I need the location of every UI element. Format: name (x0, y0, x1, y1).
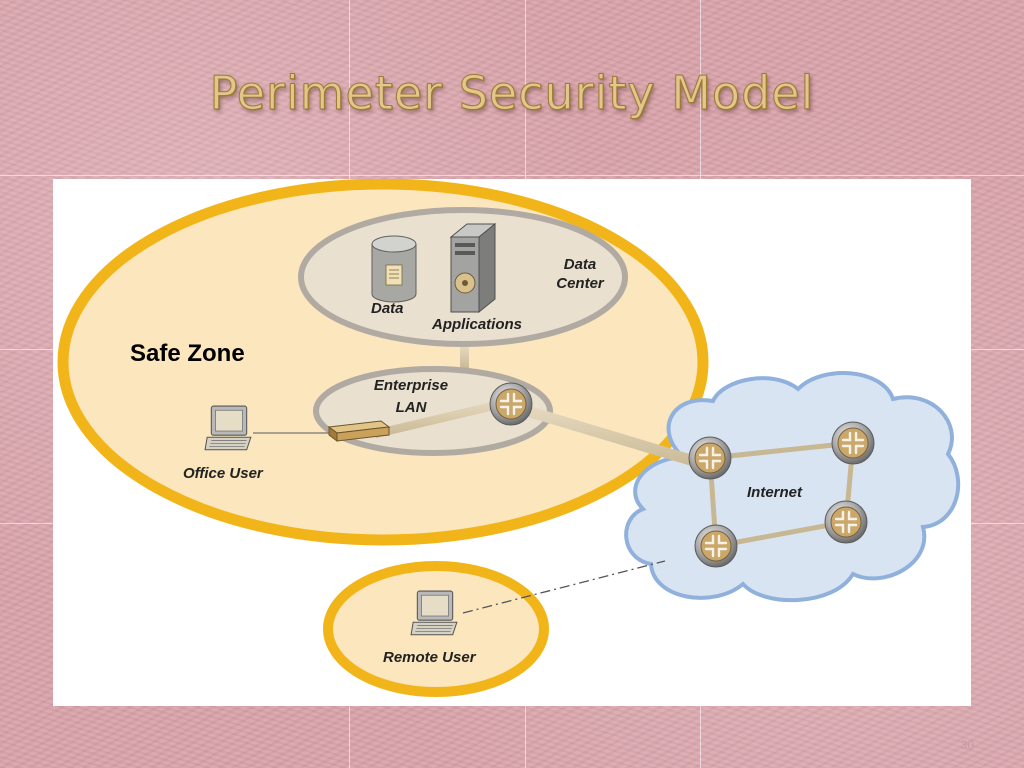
slide-title: Perimeter Security Model (209, 66, 815, 121)
network-diagram (57, 179, 961, 697)
remote-user-link (462, 560, 666, 614)
remote-laptop-icon (410, 590, 458, 636)
data-label: Data (371, 300, 404, 317)
data-center-label: Data Center (556, 256, 604, 292)
database-icon (371, 235, 417, 303)
lan-internet-link (508, 401, 713, 471)
internet-label: Internet (747, 484, 803, 501)
lan-router-icon (489, 382, 533, 426)
safe-zone-label: Safe Zone (130, 340, 245, 367)
background-grid-line (0, 175, 1024, 176)
office-laptop-icon (204, 405, 252, 451)
switch-router-link (373, 398, 511, 438)
datacenter-lan-link (460, 344, 469, 370)
internet-router-icon (831, 421, 875, 465)
diagram-panel: Safe Zone Data Center Data Applications … (53, 179, 971, 706)
page-number: 30 (960, 738, 974, 752)
applications-label: Applications (432, 316, 523, 333)
server-icon (449, 222, 497, 314)
switch-icon (327, 420, 391, 442)
internet-router-icon (824, 500, 868, 544)
internet-router-icon (694, 524, 738, 568)
office-user-label: Office User (183, 465, 263, 482)
internet-router-icon (688, 436, 732, 480)
enterprise-lan-label: Enterprise LAN (373, 377, 449, 416)
remote-user-label: Remote User (383, 649, 476, 666)
